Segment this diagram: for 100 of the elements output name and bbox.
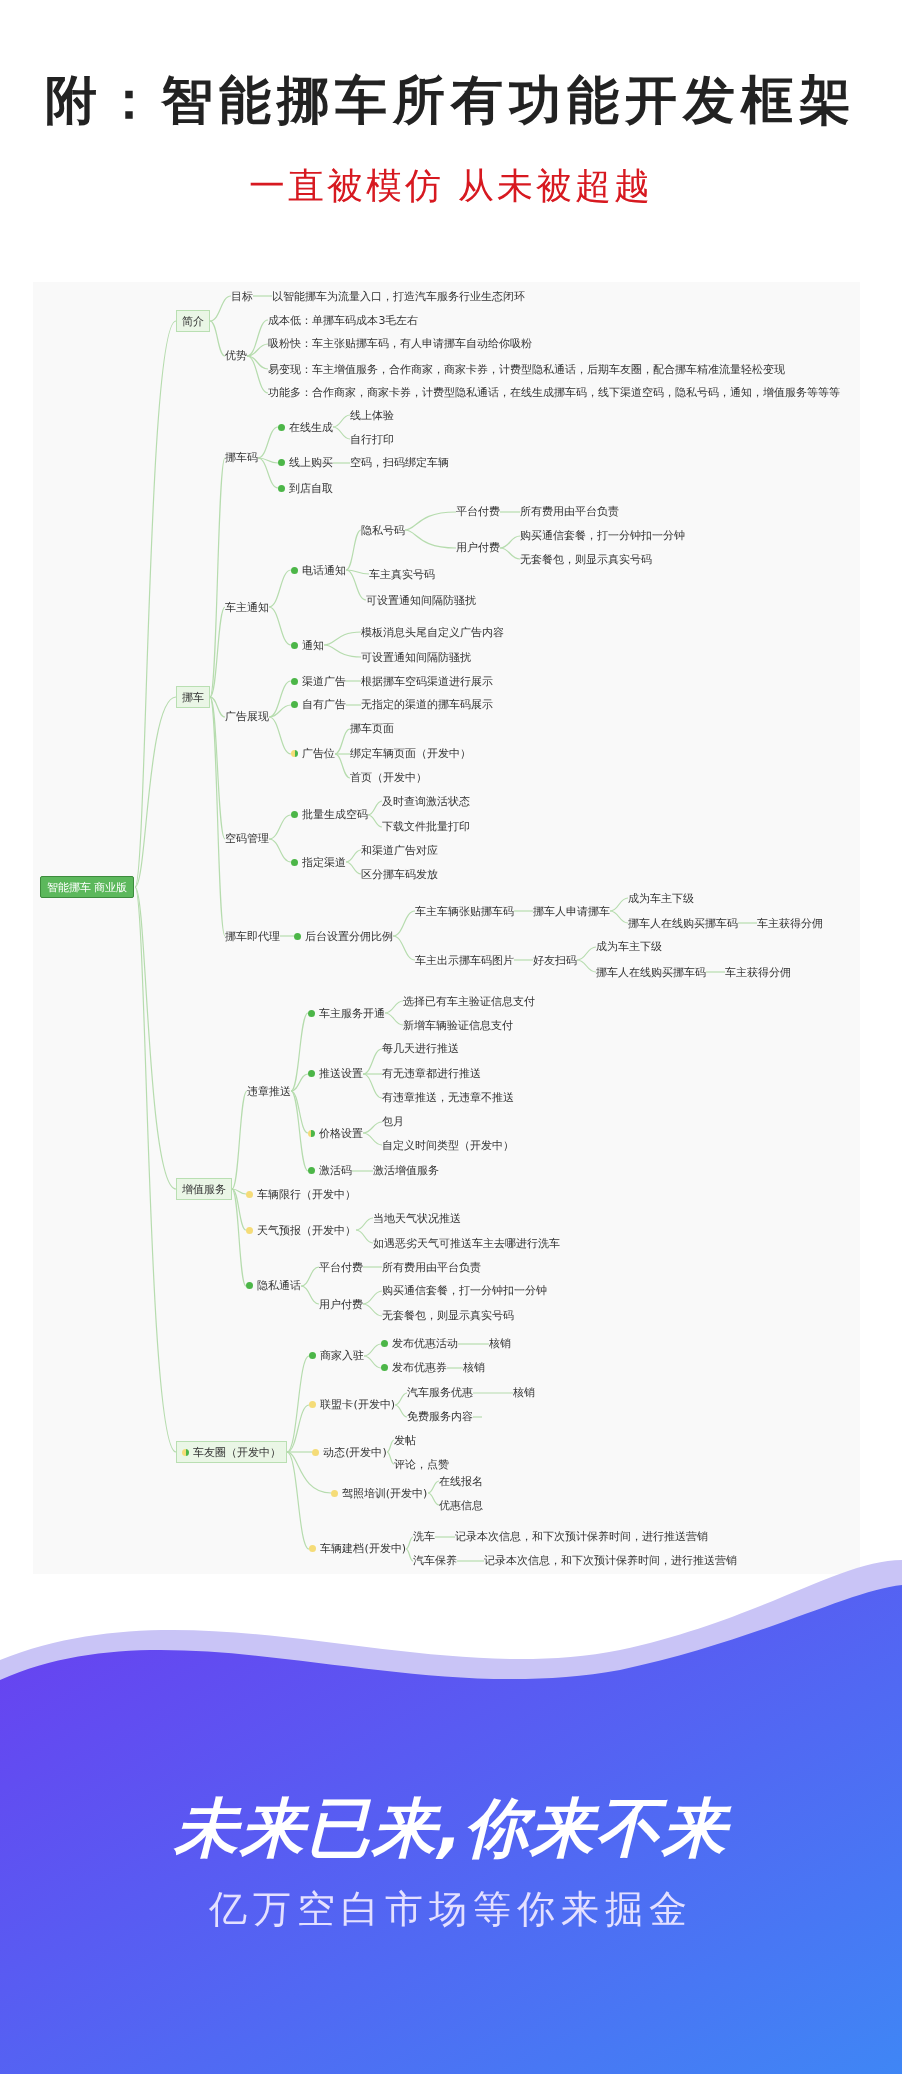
branch-line bbox=[268, 606, 292, 646]
branch-line bbox=[351, 1170, 374, 1172]
topic-text: 智能挪车 商业版 bbox=[46, 879, 128, 895]
branch-line bbox=[362, 1132, 383, 1146]
topic-text: 隐私通话 bbox=[257, 1278, 301, 1294]
branch-line bbox=[290, 1012, 309, 1092]
topic-text: 到店自取 bbox=[288, 480, 333, 496]
topic-text: 成为车主下级 bbox=[596, 939, 663, 955]
topic-text: 无指定的渠道的挪车码展示 bbox=[361, 697, 494, 713]
branch-line bbox=[279, 935, 295, 937]
page-title: 附：智能挪车所有功能开发框架 bbox=[44, 69, 858, 132]
branch-line bbox=[300, 1285, 320, 1305]
branch-line bbox=[246, 319, 269, 357]
branch-line bbox=[427, 1480, 440, 1494]
topic-text: 和渠道广告对应 bbox=[361, 842, 439, 858]
branch-line bbox=[384, 1012, 404, 1026]
topic-text: 成本低：单挪车码成本3毛左右 bbox=[268, 312, 419, 328]
topic-text: 每几天进行推送 bbox=[382, 1041, 460, 1057]
topic-text: 核销 bbox=[462, 1360, 485, 1376]
branch-line bbox=[367, 800, 383, 816]
topic-text: 用户付费 bbox=[318, 1296, 363, 1312]
topic-text: 空码，扫码绑定车辆 bbox=[350, 455, 450, 471]
topic-text: 挪车 bbox=[181, 689, 204, 705]
topic-text: 车主服务开通 bbox=[319, 1005, 386, 1021]
topic-text: 评论，点赞 bbox=[394, 1456, 450, 1472]
branch-line bbox=[231, 1090, 248, 1190]
topic-text: 及时查询激活状态 bbox=[382, 794, 471, 809]
topic-text: 绑定车辆页面（开发中） bbox=[350, 746, 472, 762]
topic-text: 汽车服务优惠 bbox=[407, 1385, 474, 1401]
branch-line bbox=[345, 861, 362, 875]
topic-text: 驾照培训(开发中) bbox=[341, 1485, 428, 1501]
topic-text: 免费服务内容 bbox=[407, 1409, 474, 1424]
topic-text: 所有费用由平台负责 bbox=[382, 1259, 482, 1275]
topic-text: 车主获得分佣 bbox=[756, 915, 823, 931]
topic-text: 广告展现 bbox=[224, 709, 269, 725]
branch-line bbox=[386, 1451, 395, 1465]
branch-line bbox=[404, 529, 457, 549]
topic-text: 批量生成空码 bbox=[301, 807, 368, 823]
branch-line bbox=[134, 886, 177, 1190]
branch-line bbox=[609, 910, 629, 924]
branch-line bbox=[404, 511, 457, 531]
branch-line bbox=[457, 1343, 490, 1345]
topic-text: 平台付费 bbox=[456, 504, 501, 520]
topic-text: 在线生成 bbox=[288, 419, 333, 435]
topic-text: 自定义时间类型（开发中） bbox=[382, 1137, 515, 1153]
branch-line bbox=[499, 535, 521, 549]
branch-line bbox=[290, 1090, 309, 1172]
branch-line bbox=[334, 753, 351, 755]
topic-text: 后台设置分佣比例 bbox=[304, 928, 393, 944]
topic-text: 车主出示挪车码图片 bbox=[415, 952, 515, 968]
branch-line bbox=[286, 1451, 310, 1550]
branch-line bbox=[246, 343, 269, 357]
branch-line bbox=[334, 728, 351, 755]
branch-line bbox=[134, 696, 177, 888]
topic-text: 核销 bbox=[489, 1336, 512, 1352]
branch-line bbox=[286, 1451, 313, 1453]
topic-text: 线上体验 bbox=[350, 407, 395, 423]
branch-line bbox=[286, 1451, 332, 1494]
topic-text: 平台付费 bbox=[318, 1259, 363, 1275]
branch-topic-box bbox=[175, 1178, 232, 1200]
topic-text: 商家入驻 bbox=[320, 1348, 365, 1364]
topic-text: 无套餐包，则显示真实号码 bbox=[382, 1308, 515, 1324]
topic-text: 通知 bbox=[301, 637, 324, 653]
topic-text: 激活码 bbox=[319, 1163, 353, 1178]
topic-text: 挪车页面 bbox=[350, 721, 395, 737]
topic-text: 首页（开发中） bbox=[350, 770, 428, 786]
branch-line bbox=[290, 1090, 309, 1134]
branch-line bbox=[300, 1266, 320, 1287]
topic-text: 选择已有车主验证信息支付 bbox=[403, 993, 536, 1009]
topic-text: 有无违章都进行推送 bbox=[382, 1066, 482, 1082]
topic-text: 发布优惠活动 bbox=[391, 1336, 458, 1352]
branch-line bbox=[231, 1188, 247, 1231]
branch-line bbox=[362, 1073, 383, 1075]
topic-text: 广告位 bbox=[301, 746, 335, 762]
topic-text: 功能多：合作商家，商家卡券，计费型隐私通话，在线生成挪车码，线下渠道空码，隐私号码，通知，增值服务等等等 bbox=[268, 385, 841, 401]
branch-line bbox=[513, 959, 534, 961]
slogan-text: 一直被模仿 从未被超越 bbox=[247, 164, 655, 208]
branch-line bbox=[286, 1404, 310, 1453]
branch-line bbox=[705, 971, 726, 973]
topic-text: 自行打印 bbox=[350, 431, 395, 447]
branch-line bbox=[268, 716, 292, 755]
branch-line bbox=[355, 1229, 374, 1244]
branch-line bbox=[323, 631, 362, 646]
topic-text: 目标 bbox=[231, 288, 254, 304]
topic-text: 吸粉快：车主张贴挪车码，有人申请挪车自动给你吸粉 bbox=[268, 336, 533, 352]
branch-topic-box bbox=[175, 1441, 287, 1464]
topic-text: 发帖 bbox=[394, 1432, 417, 1448]
topic-text: 空码管理 bbox=[224, 831, 269, 846]
topic-text: 好友扫码 bbox=[533, 952, 577, 968]
branch-line bbox=[363, 1355, 382, 1369]
branch-line bbox=[209, 606, 226, 698]
branch-line bbox=[355, 1217, 374, 1231]
topic-text: 简介 bbox=[181, 313, 204, 329]
topic-text: 购买通信套餐，打一分钟扣一分钟 bbox=[382, 1283, 548, 1299]
branch-line bbox=[394, 1392, 408, 1406]
branch-line bbox=[434, 1536, 456, 1538]
topic-text: 新增车辆验证信息支付 bbox=[403, 1017, 514, 1033]
topic-text: 挪车人申请挪车 bbox=[533, 903, 610, 919]
branch-line bbox=[394, 1404, 408, 1418]
branch-line bbox=[737, 922, 758, 924]
